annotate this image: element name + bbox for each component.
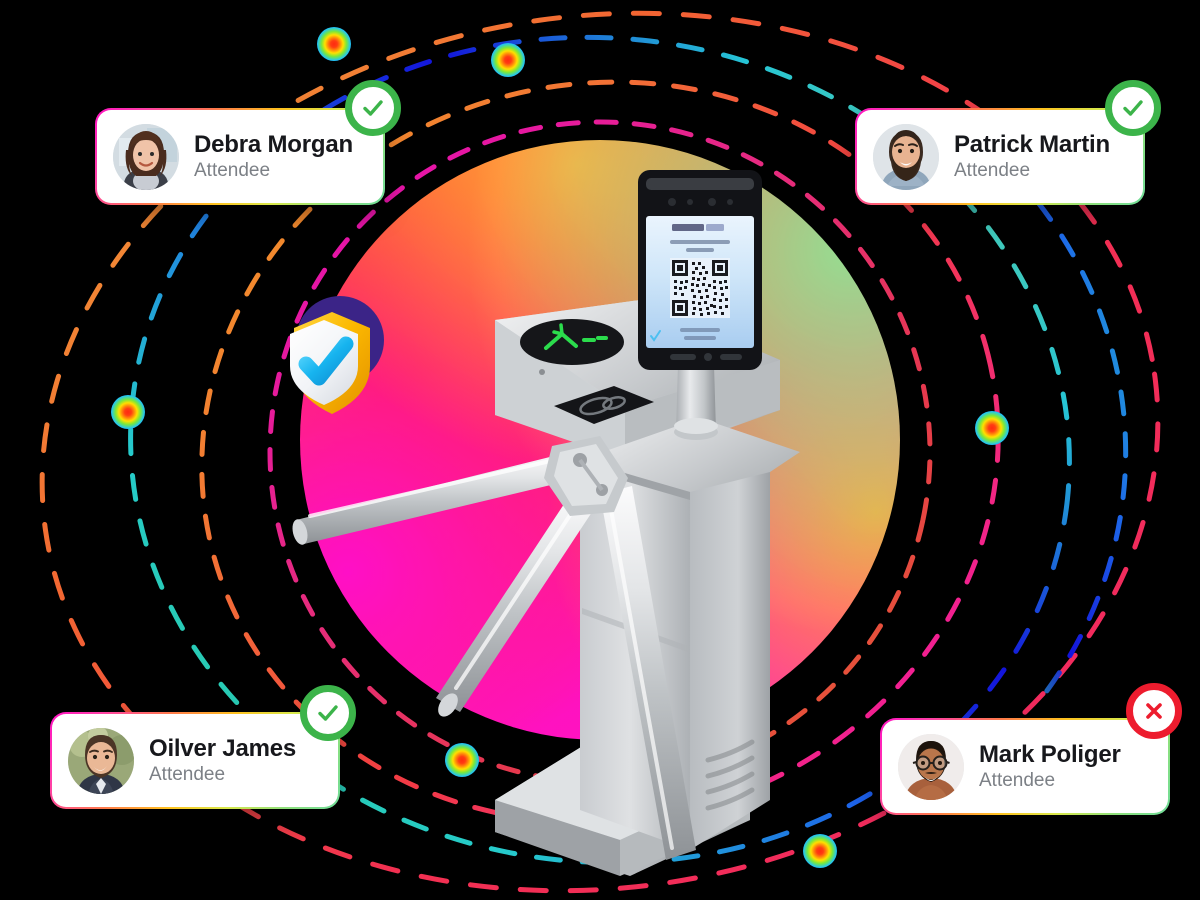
glow-dot <box>803 834 837 868</box>
check-icon <box>318 705 338 721</box>
glow-dot <box>111 395 145 429</box>
terminal-sensors <box>668 198 733 206</box>
orbit-ring-inner <box>267 119 933 785</box>
qr-code <box>670 258 730 318</box>
status-badge-approved[interactable] <box>300 685 356 741</box>
avatar <box>873 123 939 190</box>
attendee-role: Attendee <box>194 159 271 181</box>
check-icon <box>1123 100 1143 116</box>
tripod-turnstile-device <box>280 160 920 880</box>
turnstile-arms <box>292 436 696 860</box>
glow-dot <box>975 411 1009 445</box>
attendee-card-mark[interactable]: Mark Poliger Attendee <box>880 718 1170 815</box>
status-badge-denied[interactable] <box>1126 683 1182 739</box>
attendee-name: Debra Morgan <box>194 130 353 158</box>
attendee-role: Attendee <box>149 763 226 785</box>
vent-slots <box>705 739 755 811</box>
attendee-name: Oilver James <box>149 734 297 762</box>
attendee-role: Attendee <box>954 159 1031 181</box>
terminal-bottom-controls <box>670 353 742 361</box>
attendee-name: Mark Poliger <box>979 740 1121 768</box>
orbit-arc-right <box>1007 167 1129 703</box>
attendee-role: Attendee <box>979 769 1056 791</box>
status-badge-approved[interactable] <box>345 80 401 136</box>
terminal-footer <box>680 328 720 340</box>
avatar <box>113 123 179 190</box>
attendee-card-patrick[interactable]: Patrick Martin Attendee <box>855 108 1145 205</box>
glow-dot <box>491 43 525 77</box>
status-badge-approved[interactable] <box>1105 80 1161 136</box>
attendee-card-debra[interactable]: Debra Morgan Attendee <box>95 108 385 205</box>
green-arrow-indicator <box>520 319 624 365</box>
check-icon <box>298 336 354 386</box>
glow-dot <box>317 27 351 61</box>
verified-shield-emblem <box>262 288 392 438</box>
attendee-card-oilver[interactable]: Oilver James Attendee <box>50 712 340 809</box>
access-terminal-screen <box>638 170 762 370</box>
attendee-name: Patrick Martin <box>954 130 1110 158</box>
avatar <box>68 727 134 794</box>
close-icon <box>1146 703 1162 719</box>
avatar <box>898 733 964 800</box>
terminal-instructions <box>670 240 730 252</box>
card-reader <box>554 386 654 424</box>
check-icon <box>363 100 383 116</box>
arm-hub <box>544 436 628 516</box>
terminal-brand-label <box>672 224 724 231</box>
glow-dot <box>445 743 479 777</box>
